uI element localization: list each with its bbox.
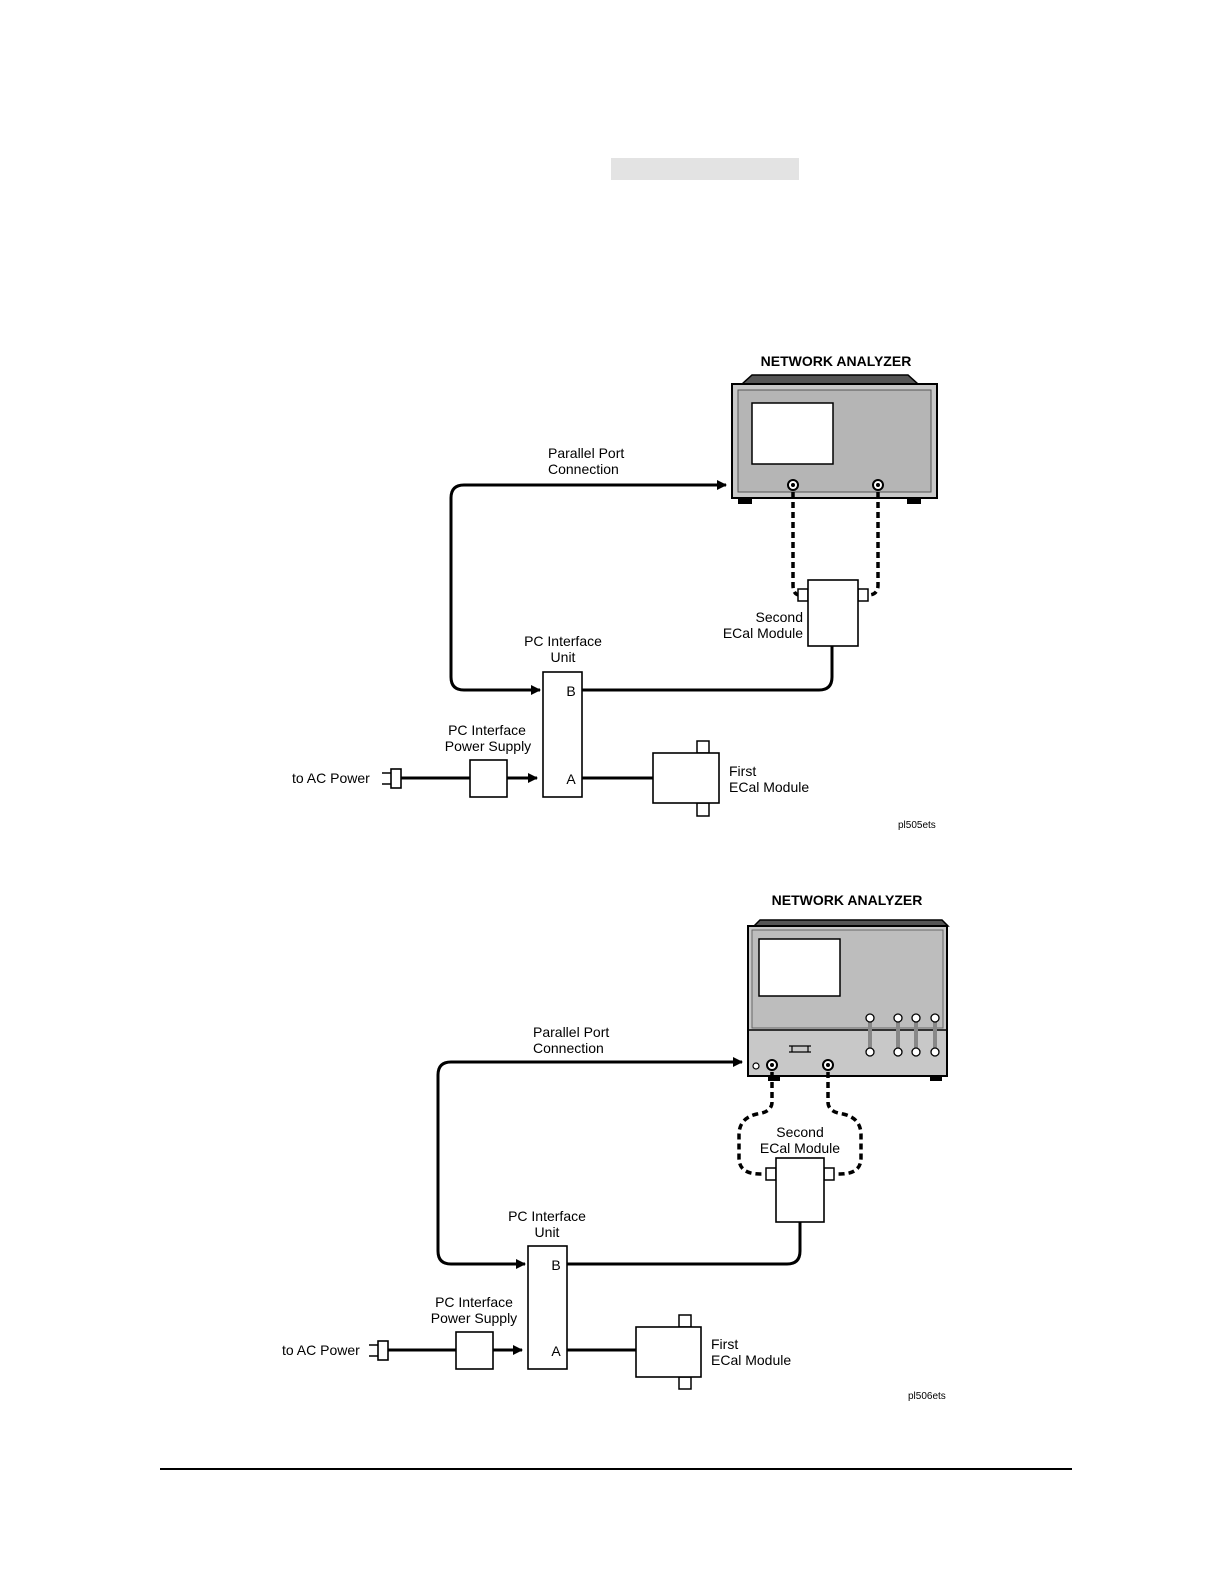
rf-cable-right xyxy=(828,1072,861,1174)
diagram-1: NETWORK ANALYZER xyxy=(292,353,937,831)
second-ecal-module xyxy=(798,580,868,646)
power-supply-label: PC Interface xyxy=(448,722,526,738)
parallel-port-cable xyxy=(451,485,726,690)
port-b-label: B xyxy=(566,683,575,699)
first-module-label: First xyxy=(711,1336,738,1352)
second-ecal-module xyxy=(766,1158,834,1222)
analyzer-screen xyxy=(752,403,833,464)
first-module-label: First xyxy=(729,763,756,779)
second-module-label: ECal Module xyxy=(760,1140,840,1156)
rf-cable-left xyxy=(739,1072,772,1174)
ac-power-label: to AC Power xyxy=(282,1342,360,1358)
diagram-2: NETWORK ANALYZER xyxy=(282,892,948,1402)
first-ecal-module xyxy=(653,741,719,816)
rf-cable-left xyxy=(793,492,800,595)
ac-plug-icon xyxy=(382,769,401,788)
power-supply-label: Power Supply xyxy=(431,1310,517,1326)
second-module-label: ECal Module xyxy=(723,625,803,641)
port-a-label: A xyxy=(551,1343,561,1359)
analyzer-title: NETWORK ANALYZER xyxy=(761,353,912,369)
pc-unit-label: Unit xyxy=(551,649,576,665)
parallel-port-label: Connection xyxy=(548,461,619,477)
pc-unit-label: Unit xyxy=(535,1224,560,1240)
power-supply xyxy=(456,1332,493,1369)
ac-power-label: to AC Power xyxy=(292,770,370,786)
network-analyzer xyxy=(732,375,937,504)
first-ecal-module xyxy=(636,1315,701,1389)
analyzer-screen xyxy=(759,939,840,996)
parallel-port-cable xyxy=(438,1062,742,1264)
footer-rule xyxy=(160,1468,1072,1470)
port-a-label: A xyxy=(566,771,576,787)
figure-id: pl506ets xyxy=(908,1391,946,1402)
parallel-port-label: Parallel Port xyxy=(533,1024,609,1040)
pc-unit-label: PC Interface xyxy=(508,1208,586,1224)
first-module-label: ECal Module xyxy=(711,1352,791,1368)
parallel-port-label: Connection xyxy=(533,1040,604,1056)
power-supply-label: PC Interface xyxy=(435,1294,513,1310)
rf-cable-right xyxy=(868,492,878,595)
analyzer-title: NETWORK ANALYZER xyxy=(772,892,923,908)
figure-id: pl505ets xyxy=(898,820,936,831)
port-b-label: B xyxy=(551,1257,560,1273)
usb-cable-b xyxy=(582,646,832,690)
first-module-label: ECal Module xyxy=(729,779,809,795)
parallel-port-label: Parallel Port xyxy=(548,445,624,461)
second-module-label: Second xyxy=(776,1124,823,1140)
network-analyzer xyxy=(748,920,948,1081)
pc-interface-unit xyxy=(543,672,582,797)
usb-cable-b xyxy=(567,1222,800,1264)
ac-plug-icon xyxy=(369,1341,388,1360)
power-supply-label: Power Supply xyxy=(445,738,531,754)
second-module-label: Second xyxy=(756,609,803,625)
pc-unit-label: PC Interface xyxy=(524,633,602,649)
pc-interface-unit xyxy=(528,1246,567,1369)
power-supply xyxy=(470,760,507,797)
